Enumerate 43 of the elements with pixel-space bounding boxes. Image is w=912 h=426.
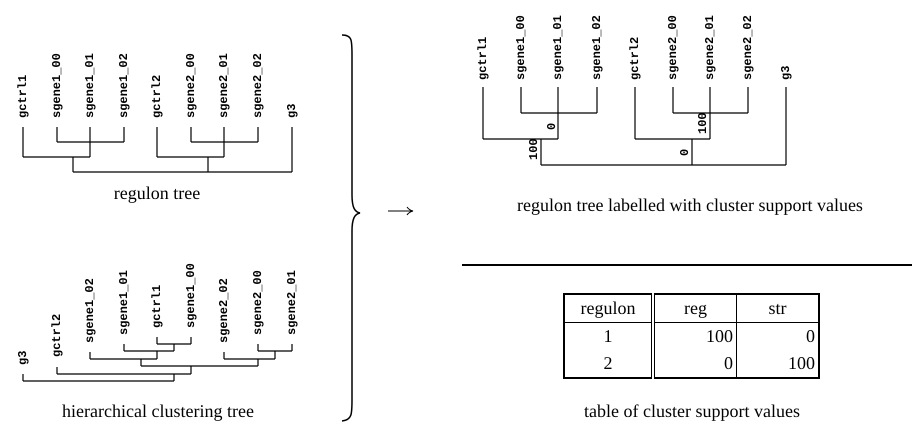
table-cell: 1 bbox=[564, 322, 653, 350]
leaf-label: sgene2_02 bbox=[742, 15, 754, 80]
caption: hierarchical clustering tree bbox=[61, 400, 255, 422]
leaf-label: sgene2_02 bbox=[218, 278, 230, 343]
table-cell: 100 bbox=[653, 322, 736, 350]
leaf-label: sgene1_02 bbox=[591, 15, 603, 80]
leaf-label: sgene2_00 bbox=[667, 15, 679, 80]
leaf-label: gctrl2 bbox=[51, 314, 63, 357]
support-value: 100 bbox=[697, 112, 709, 134]
leaf-label: gctrl1 bbox=[17, 74, 29, 118]
caption: table of cluster support values bbox=[583, 400, 801, 422]
leaf-label: sgene2_00 bbox=[185, 53, 197, 118]
leaf-label: sgene1_00 bbox=[515, 15, 527, 80]
leaf-label: sgene1_01 bbox=[552, 15, 564, 80]
leaf-label: sgene1_00 bbox=[51, 53, 63, 118]
leaf-label: sgene2_01 bbox=[218, 53, 230, 118]
leaf-label: gctrl2 bbox=[629, 36, 641, 80]
leaf-label: g3 bbox=[780, 66, 792, 80]
leaf-label: sgene1_01 bbox=[84, 53, 96, 118]
leaf-label: gctrl1 bbox=[477, 36, 489, 80]
leaf-label: g3 bbox=[17, 350, 29, 365]
table-cell: 100 bbox=[736, 350, 819, 378]
table-cell: 2 bbox=[564, 350, 653, 378]
support-value: 0 bbox=[679, 148, 691, 156]
leaf-label: gctrl1 bbox=[151, 284, 163, 328]
leaf-label: gctrl2 bbox=[151, 74, 163, 118]
leaf-label: sgene1_01 bbox=[118, 270, 130, 335]
caption: regulon tree labelled with cluster support values bbox=[516, 194, 864, 216]
table-cell: reg bbox=[653, 294, 736, 322]
leaf-label: sgene1_00 bbox=[185, 263, 197, 328]
leaf-label: sgene1_02 bbox=[84, 278, 96, 343]
support-value: 0 bbox=[546, 122, 558, 130]
leaf-label: sgene1_02 bbox=[118, 53, 130, 118]
leaf-label: sgene2_02 bbox=[252, 53, 264, 118]
leaf-label: sgene2_01 bbox=[704, 15, 716, 80]
leaf-label: g3 bbox=[286, 104, 298, 118]
caption: regulon tree bbox=[112, 182, 202, 204]
leaf-label: sgene2_00 bbox=[252, 270, 264, 335]
table-cell: 0 bbox=[736, 322, 819, 350]
support-value: 100 bbox=[528, 138, 540, 160]
table-cell: regulon bbox=[564, 294, 653, 322]
table-cell: 0 bbox=[653, 350, 736, 378]
leaf-label: sgene2_01 bbox=[286, 270, 298, 335]
